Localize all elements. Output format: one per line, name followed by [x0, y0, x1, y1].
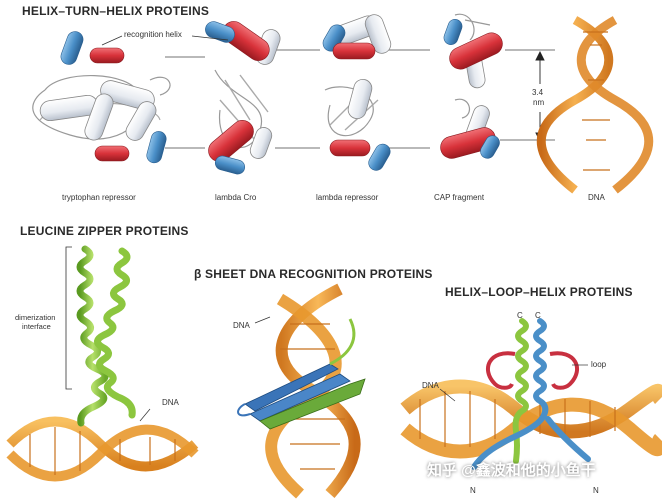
label-spacing-unit: nm: [533, 98, 545, 107]
label-tryptophan-repressor: tryptophan repressor: [62, 193, 136, 202]
tryptophan-repressor-structure: [32, 31, 171, 164]
hlh-loops: [485, 351, 580, 390]
lambda-cro-structure: [205, 21, 281, 175]
label-c-right: C: [535, 311, 541, 320]
label-n-left: N: [470, 486, 476, 495]
helix-loop-helix-diagram: [400, 318, 662, 470]
dna-helix-hlh: [400, 379, 662, 459]
alignment-lines: [165, 49, 555, 149]
title-leucine-zipper: LEUCINE ZIPPER PROTEINS: [20, 224, 189, 238]
label-dimerization: dimerization: [15, 313, 56, 322]
label-lambda-cro: lambda Cro: [215, 193, 257, 202]
label-interface: interface: [22, 322, 51, 331]
title-helix-loop-helix: HELIX–LOOP–HELIX PROTEINS: [445, 285, 633, 299]
hlh-helix-blue: [471, 318, 591, 470]
label-lambda-repressor: lambda repressor: [316, 193, 379, 202]
dimerization-bracket: [65, 246, 72, 390]
beta-sheet-strands: [237, 318, 366, 430]
label-spacing-value: 3.4: [532, 88, 544, 97]
label-dna-bs: DNA: [233, 321, 250, 330]
dna-helix-lz: [6, 416, 199, 482]
cap-fragment-structure: [440, 13, 503, 159]
hlh-helix-green: [512, 318, 529, 464]
htH-diagram: [32, 13, 654, 194]
lambda-repressor-structure: [322, 14, 392, 171]
recognition-helix-pointer: [101, 35, 229, 46]
zipper-helix-left: [76, 245, 109, 427]
label-c-left: C: [517, 311, 523, 320]
dna-helix-top: [536, 16, 654, 194]
watermark: 知乎 @鑫波和他的小鱼干: [427, 462, 596, 479]
label-n-right: N: [593, 486, 599, 495]
label-recognition-helix: recognition helix: [124, 30, 182, 39]
title-helix-turn-helix: HELIX–TURN–HELIX PROTEINS: [22, 4, 210, 18]
title-beta-sheet: β SHEET DNA RECOGNITION PROTEINS: [194, 267, 433, 281]
leucine-zipper-diagram: [6, 245, 199, 482]
zipper-helix-right: [94, 247, 136, 419]
beta-sheet-diagram: [237, 283, 366, 499]
label-dna-hlh: DNA: [422, 381, 439, 390]
label-dna-top: DNA: [588, 193, 605, 202]
label-dna-lz: DNA: [162, 398, 179, 407]
label-loop: loop: [591, 360, 607, 369]
label-cap-fragment: CAP fragment: [434, 193, 485, 202]
